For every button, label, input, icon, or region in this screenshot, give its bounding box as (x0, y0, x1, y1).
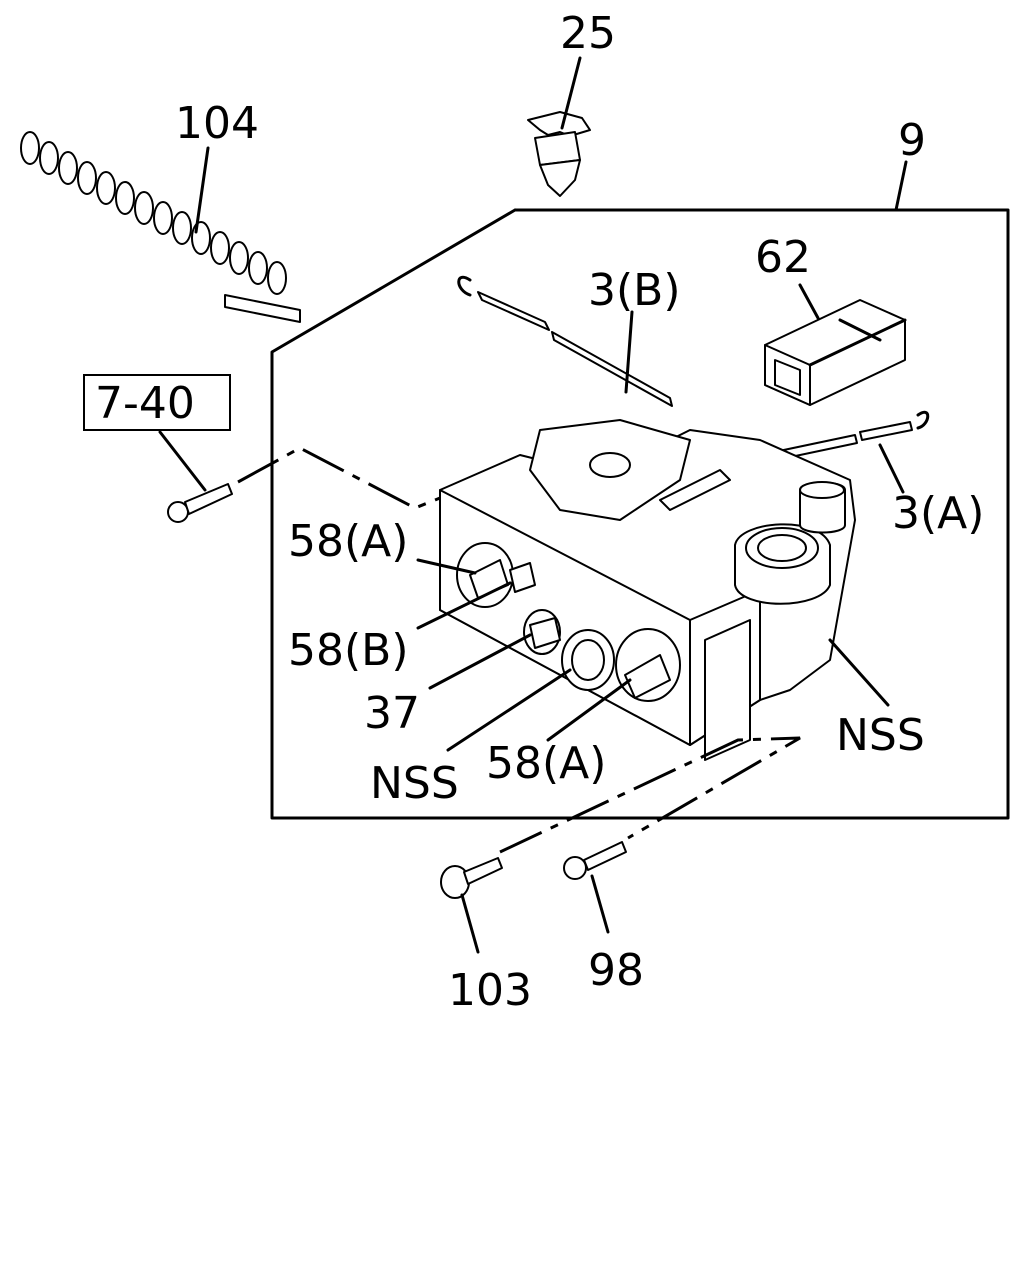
callout-58a-bottom: 58(A) (486, 738, 606, 789)
callout-25: 25 (560, 8, 616, 59)
assembly-boundary (270, 208, 1010, 820)
tube-ring (134, 191, 154, 225)
screw-98 (563, 841, 627, 880)
screw-103 (440, 857, 503, 899)
clip-part (527, 111, 591, 197)
cable-b-part (457, 275, 673, 407)
reference-box (83, 374, 231, 431)
tube-ring (229, 241, 249, 275)
callout-7-40: 7-40 (95, 378, 195, 429)
callout-103: 103 (448, 965, 532, 1016)
callout-nss-left: NSS (370, 758, 459, 809)
leader-lines (158, 56, 908, 954)
knob-37 (523, 609, 561, 655)
callout-62: 62 (755, 232, 811, 283)
install-lines (237, 446, 801, 854)
tube-ring (96, 171, 116, 205)
callout-104: 104 (175, 98, 259, 149)
callout-98: 98 (588, 945, 644, 996)
corrugated-tube-part (20, 131, 301, 323)
knob-nss (561, 629, 615, 691)
callout-3a: 3(A) (892, 488, 984, 539)
tube-ring (77, 161, 97, 195)
callout-58a-top: 58(A) (288, 516, 408, 567)
tube-ring (20, 131, 40, 165)
callout-3b: 3(B) (588, 265, 681, 316)
knob-58a-bottom (615, 628, 681, 702)
tube-ring (39, 141, 59, 175)
knob-58b (509, 562, 536, 593)
callout-37: 37 (364, 688, 420, 739)
callout-9: 9 (898, 115, 926, 166)
tube-ring (191, 221, 211, 255)
tube-ring (267, 261, 287, 295)
tube-ring (115, 181, 135, 215)
tube-ring (153, 201, 173, 235)
callout-58b: 58(B) (288, 625, 409, 676)
tube-ring (248, 251, 268, 285)
tube-ring (58, 151, 78, 185)
tube-ring (172, 211, 192, 245)
connector-part (764, 299, 907, 406)
knob-58a-top (456, 542, 514, 608)
screw-7-40 (167, 483, 233, 523)
tube-ring (210, 231, 230, 265)
callout-nss-right: NSS (836, 710, 925, 761)
